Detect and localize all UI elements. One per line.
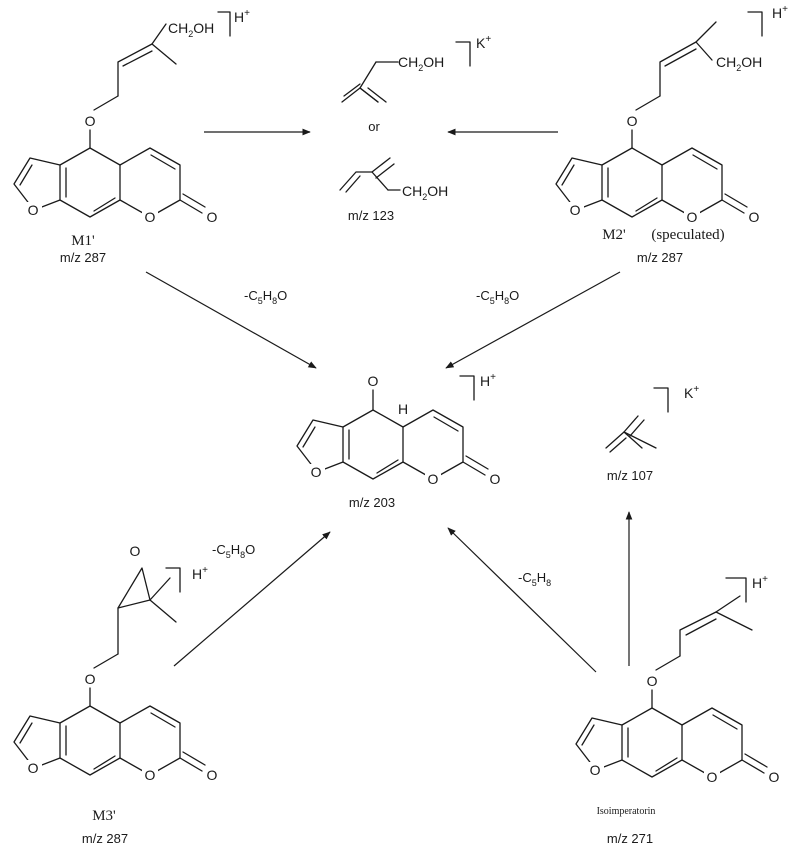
fragment-123: CH2OH K+ or CH2OH m/z 123 [339, 34, 491, 223]
frag107-mz: m/z 107 [607, 468, 653, 483]
m1-oh: OH [193, 20, 214, 36]
frag-upper-ch2: CH [398, 54, 418, 70]
frag107-ion: K+ [684, 384, 699, 401]
m2-mz: m/z 287 [637, 250, 683, 265]
epoxide-oxygen: O [130, 543, 141, 559]
fragment-107: K+ m/z 107 [605, 384, 699, 483]
compound-m3: O H+ M3' m/z 287 [13, 543, 219, 846]
m2-note: (speculated) [651, 227, 724, 243]
m3-ion: H+ [192, 565, 208, 582]
core-mz: m/z 203 [349, 495, 395, 510]
m3-label: M3' [92, 808, 116, 824]
svg-text:CH2OH: CH2OH [716, 54, 762, 73]
m2-oh: OH [741, 54, 762, 70]
compound-core-203: O H H+ m/z 203 [296, 372, 502, 510]
m2-label: M2' [602, 227, 626, 243]
m1-mz: m/z 287 [60, 250, 106, 265]
arrow-m3-to-core [173, 531, 331, 667]
arrow-m2-to-core [445, 271, 621, 369]
m3-mz: m/z 287 [82, 831, 128, 846]
or-label: or [368, 119, 380, 134]
frag123-mz: m/z 123 [348, 208, 394, 223]
loss-m3: -C5H8O [212, 542, 255, 560]
frag-lower-oh: OH [427, 183, 448, 199]
compound-m1: CH2OH H+ M1' m/z 287 [13, 8, 250, 265]
svg-text:CH2OH: CH2OH [402, 183, 448, 202]
m1-label: M1' [71, 233, 95, 249]
svg-text:CH2OH: CH2OH [168, 20, 214, 39]
compound-isoimperatorin: H+ Isoimperatorin m/z 271 [575, 574, 781, 846]
core-ion: H+ [480, 372, 496, 389]
m2-ch2: CH [716, 54, 736, 70]
arrow-iso-to-core [447, 527, 597, 673]
svg-text:CH2OH: CH2OH [398, 54, 444, 73]
iso-ion: H+ [752, 574, 768, 591]
loss-m2: -C5H8O [476, 288, 519, 306]
iso-label: Isoimperatorin [597, 806, 656, 817]
m2-ion: H+ [772, 4, 788, 21]
m1-ion: H+ [234, 8, 250, 25]
iso-mz: m/z 271 [607, 831, 653, 846]
frag-lower-ch2: CH [402, 183, 422, 199]
m1-ch2: CH [168, 20, 188, 36]
frag123-ion: K+ [476, 34, 491, 51]
compound-m2: CH2OH H+ M2' (speculated) m/z 287 [555, 4, 788, 265]
core-keto-oxygen: O [368, 373, 379, 389]
arrow-m1-to-core [145, 271, 317, 369]
core-hydrogen: H [398, 401, 408, 417]
frag-upper-oh: OH [423, 54, 444, 70]
loss-iso: -C5H8 [518, 570, 551, 588]
loss-m1: -C5H8O [244, 288, 287, 306]
